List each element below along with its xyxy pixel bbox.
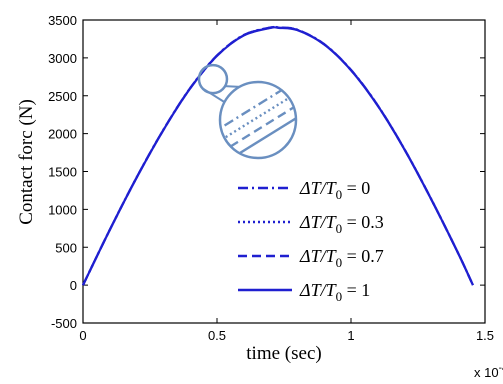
- legend-label-ratio: ΔT/T: [299, 246, 338, 266]
- legend-label-value: = 1: [342, 280, 370, 300]
- legend-label-ratio: ΔT/T: [299, 280, 338, 300]
- zoom-inset: [197, 63, 298, 160]
- y-tick-label: 2000: [48, 127, 77, 142]
- legend-label-value: = 0: [342, 178, 370, 198]
- y-tick-label: 1500: [48, 165, 77, 180]
- plot-curves: [82, 25, 474, 286]
- x-axis-label: time (sec): [246, 343, 321, 364]
- legend-label-value: = 0.7: [342, 246, 384, 266]
- y-tick-label: 2500: [48, 89, 77, 104]
- series-line-3: [82, 26, 474, 286]
- legend-label-ratio: ΔT/T: [299, 212, 338, 232]
- zoom-source-circle: [197, 63, 229, 95]
- plot-frame: [82, 19, 486, 324]
- x-axis-multiplier: x 10-4: [474, 363, 503, 380]
- series-line-1: [82, 25, 474, 286]
- legend-label-subscript: 0: [336, 289, 343, 304]
- y-tick-label: 3000: [48, 51, 77, 66]
- legend-label-subscript: 0: [336, 255, 343, 270]
- legend-label-2: ΔT/T0 = 0.7: [299, 246, 384, 270]
- y-tick-label: 0: [70, 278, 77, 293]
- series-line-2: [82, 25, 474, 286]
- x-tick-label: 0.5: [208, 328, 226, 343]
- legend-label-subscript: 0: [336, 187, 343, 202]
- series-line-0: [82, 25, 474, 286]
- zoom-connector-line: [201, 87, 227, 104]
- zoom-detail-circle: [218, 80, 298, 160]
- x-tick-label: 1.5: [476, 328, 494, 343]
- legend-label-value: = 0.3: [342, 212, 384, 232]
- y-axis-label: Contact forc (N): [16, 99, 37, 225]
- legend-label-3: ΔT/T0 = 1: [299, 280, 370, 304]
- legend-label-0: ΔT/T0 = 0: [299, 178, 370, 202]
- x-axis-multiplier-base: x 10: [474, 365, 499, 380]
- y-tick-label: 3500: [48, 13, 77, 28]
- zoom-series-line: [220, 91, 296, 147]
- y-tick-label: 1000: [48, 202, 77, 217]
- x-axis-multiplier-exponent: -4: [499, 363, 503, 374]
- zoom-series-line: [220, 100, 296, 156]
- x-tick-label: 0: [79, 328, 86, 343]
- legend-label-ratio: ΔT/T: [299, 178, 338, 198]
- legend: ΔT/T0 = 0ΔT/T0 = 0.3ΔT/T0 = 0.7ΔT/T0 = 1: [238, 178, 384, 304]
- y-tick-label: -500: [51, 316, 77, 331]
- zoom-series-line: [220, 82, 293, 138]
- y-tick-label: 500: [55, 240, 77, 255]
- legend-label-subscript: 0: [336, 221, 343, 236]
- x-tick-label: 1: [347, 328, 354, 343]
- legend-label-1: ΔT/T0 = 0.3: [299, 212, 384, 236]
